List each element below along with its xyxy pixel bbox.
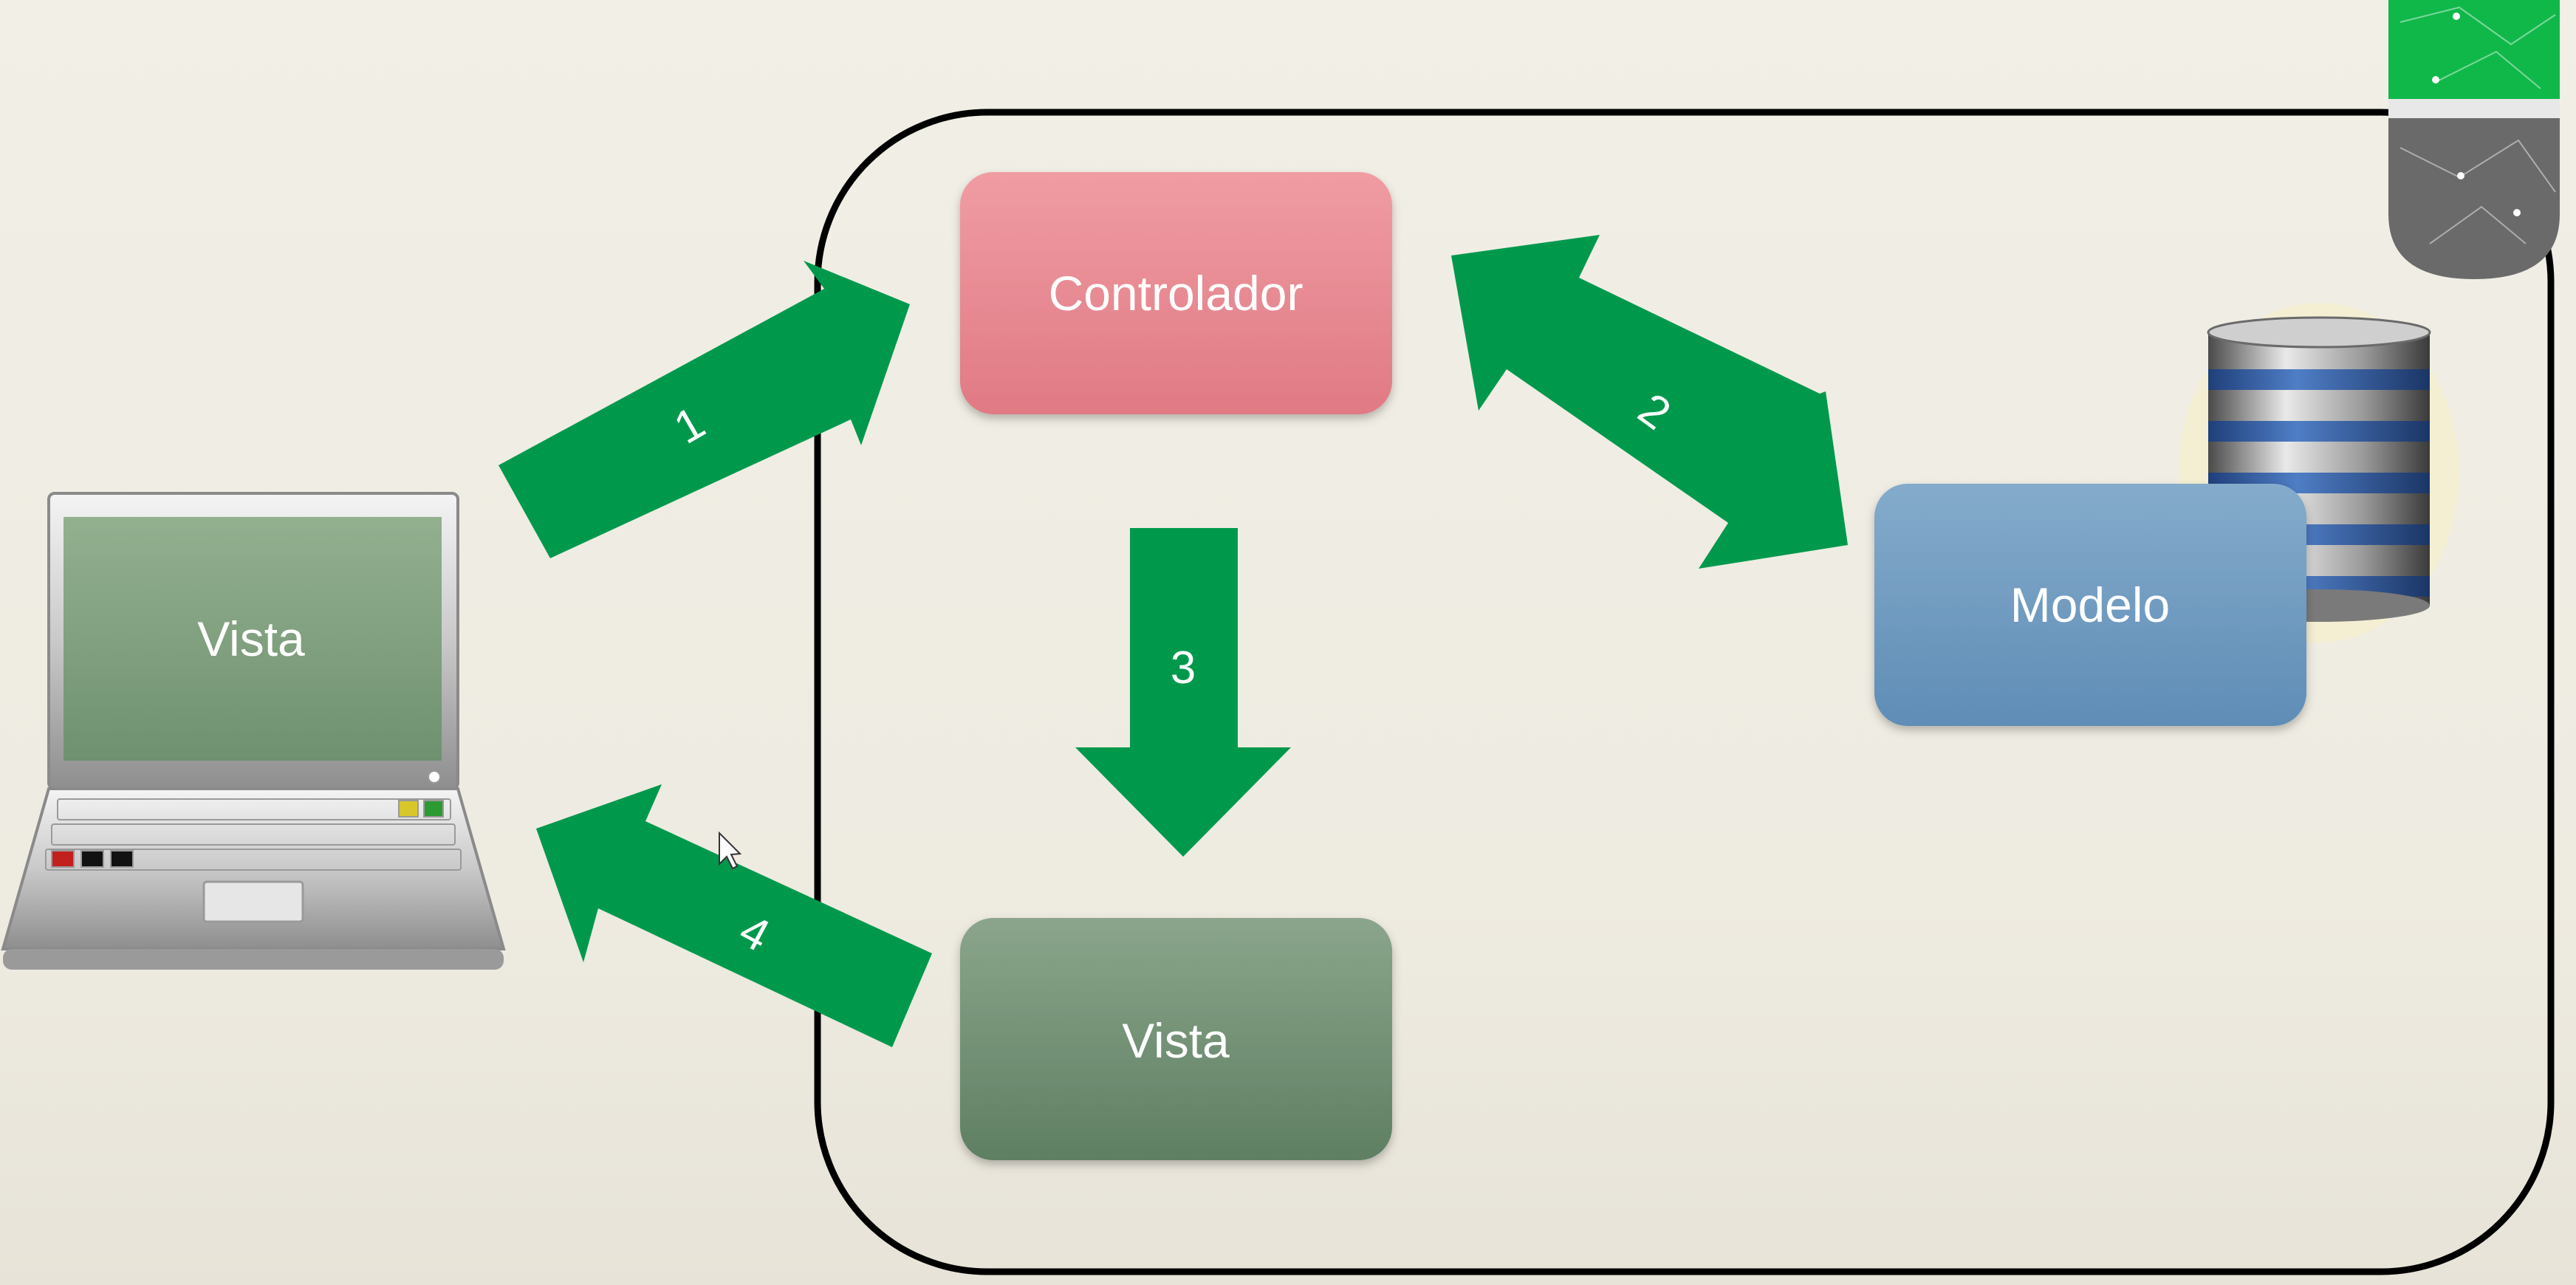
step-3-label: 3: [1171, 642, 1196, 693]
view-box: [960, 918, 1392, 1160]
arrow-1: [499, 261, 910, 558]
view-label: Vista: [1122, 1013, 1230, 1068]
logo-icon: [2388, 0, 2560, 279]
arrow-3: [1075, 528, 1291, 857]
model-box: [1874, 484, 2306, 726]
controller-box: [960, 172, 1392, 414]
controller-label: Controlador: [1049, 266, 1304, 321]
cursor-icon: [719, 831, 742, 870]
laptop-icon: [1, 492, 506, 970]
arrow-4: [536, 784, 932, 1047]
client-view-label: Vista: [197, 611, 305, 666]
server-frame: [814, 109, 2555, 1275]
model-label: Modelo: [2010, 578, 2170, 632]
arrow-2: [1451, 235, 1848, 569]
